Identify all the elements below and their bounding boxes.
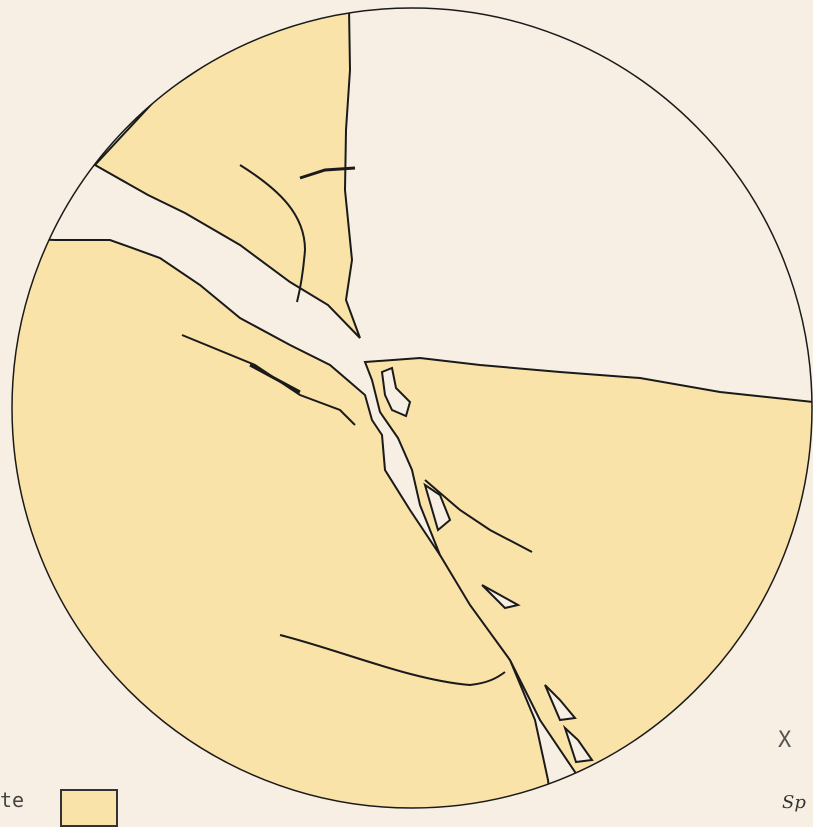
legend-swatch — [60, 789, 118, 827]
signature: Sp — [782, 792, 806, 813]
legend-label: te — [0, 788, 24, 812]
corner-mark: X — [778, 728, 791, 753]
